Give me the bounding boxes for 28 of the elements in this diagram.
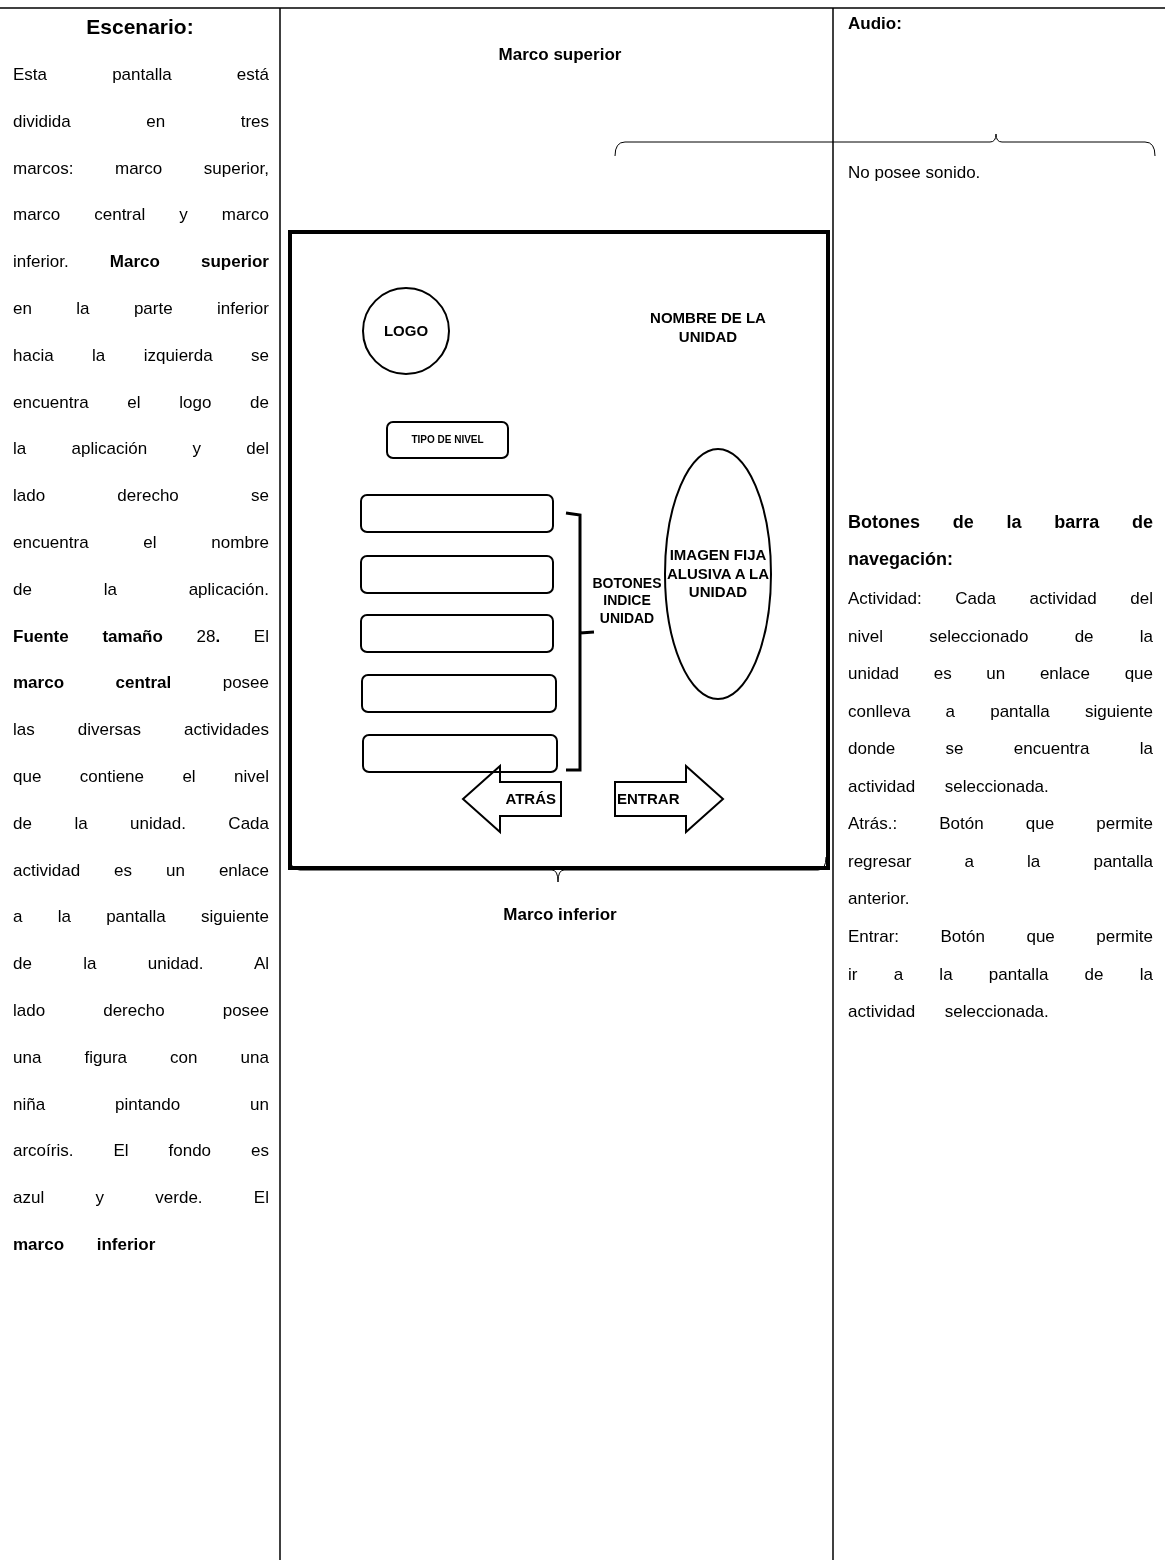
node-text: TIPO DE NIVEL [411,433,484,447]
node-text: ATRÁS [505,789,556,809]
node-text: BOTONES INDICE UNIDAD [591,574,663,628]
node-text: NOMBRE DE LA UNIDAD [649,309,767,347]
circle-shape [362,287,450,375]
rounded-button [360,494,554,533]
paragraph: No posee sonido. [848,162,982,184]
heading: Audio: [848,13,903,35]
paragraph: Atrás.: Botón que permite regresar a la pantalla anterior. [848,813,1153,910]
rounded-button [362,734,558,773]
paragraph: Entrar: Botón que permite ir a la pantalla de la actividad seleccionada. [848,926,1153,1023]
rounded-button [361,674,557,713]
paragraph: Esta pantalla está dividida en tres marcos: marco superior, marco central y marco inferior. Marco superior en la parte inferior hacia la izquierda se encuentra el logo de la aplicación y del lado derecho se encuentra el nombre de la aplicación. Fuente tamaño 28. El marco central posee las diversas actividades que contiene el nivel de la unidad. Cada actividad es un enlace a la pantalla siguiente de la unidad. Al lado derecho posee una figura con una niña pintando un arcoíris. El fondo es azul y verde. El marco inferior [13,64,269,1256]
screen-frame [288,230,830,870]
node-text: ENTRAR [617,789,680,809]
rounded-button [360,555,554,594]
rounded-button [360,614,554,653]
frame-label: Marco superior [497,44,623,66]
paragraph: Actividad: Cada actividad del nivel seleccionado de la unidad es un enlace que conlleva a pantalla siguiente donde se encuentra la actividad seleccionada. [848,588,1153,798]
enter-arrow-button [614,765,724,833]
heading: Escenario: [85,14,195,40]
image-placeholder-ellipse [664,448,772,700]
node-text: LOGO [383,321,429,341]
back-arrow-button [462,765,562,833]
frame-label: Marco inferior [502,904,618,926]
node-text: IMAGEN FIJA ALUSIVA A LA UNIDAD [665,545,771,603]
heading: Botones de la barra de navegación: [848,511,1153,571]
rounded-button [386,421,509,459]
